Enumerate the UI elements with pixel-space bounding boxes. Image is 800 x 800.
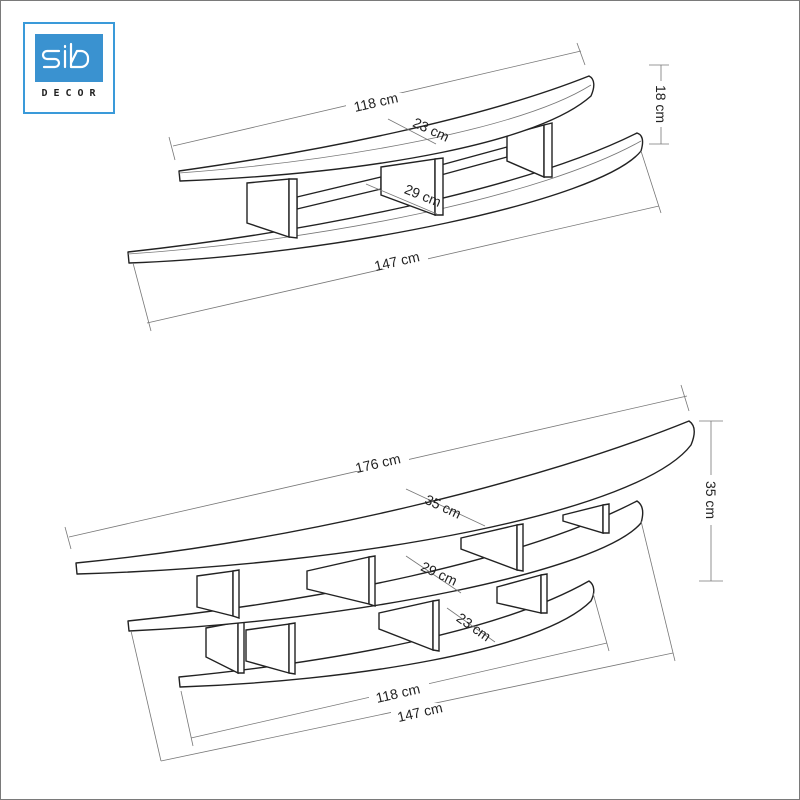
top-shelf-edge [178, 84, 592, 174]
label-height: 18 cm [653, 85, 669, 123]
upright-edge [516, 523, 524, 572]
bottom-shelf-edge [127, 140, 642, 255]
dim-height: 35 cm [699, 420, 723, 582]
upright-edge [288, 178, 298, 239]
bottom-shelf [178, 580, 595, 688]
upright [496, 574, 542, 614]
logo-tile [35, 34, 103, 82]
upright [245, 623, 290, 674]
dim-top-length: 118 cm [168, 42, 586, 161]
upright [196, 570, 234, 617]
upright-edge [232, 569, 240, 619]
sib-logo-icon [41, 42, 90, 69]
three-tier-shelf-diagram: 176 cm 35 cm 29 cm 23 cm 118 cm [64, 384, 723, 762]
upright-edge [602, 503, 610, 534]
top-shelf [178, 75, 595, 182]
upright [205, 621, 239, 675]
upright-edge [237, 620, 245, 674]
two-tier-shelf-diagram: 118 cm 23 cm 29 cm 147 cm [127, 42, 671, 332]
upright-edge [540, 573, 548, 614]
upright [246, 178, 290, 238]
upright-edge [432, 599, 440, 652]
back-rail [296, 176, 382, 210]
top-shelf [75, 420, 695, 575]
upright-edge [434, 157, 444, 216]
upright-edge [368, 555, 376, 607]
label-height: 35 cm [703, 481, 719, 519]
upright-edge [543, 122, 553, 178]
dim-middle-length: 147 cm [130, 520, 676, 762]
brand-logo: DECOR [23, 22, 115, 114]
brand-subtitle: DECOR [41, 88, 102, 99]
upright-edge [288, 622, 296, 675]
dim-height: 18 cm [649, 64, 671, 145]
